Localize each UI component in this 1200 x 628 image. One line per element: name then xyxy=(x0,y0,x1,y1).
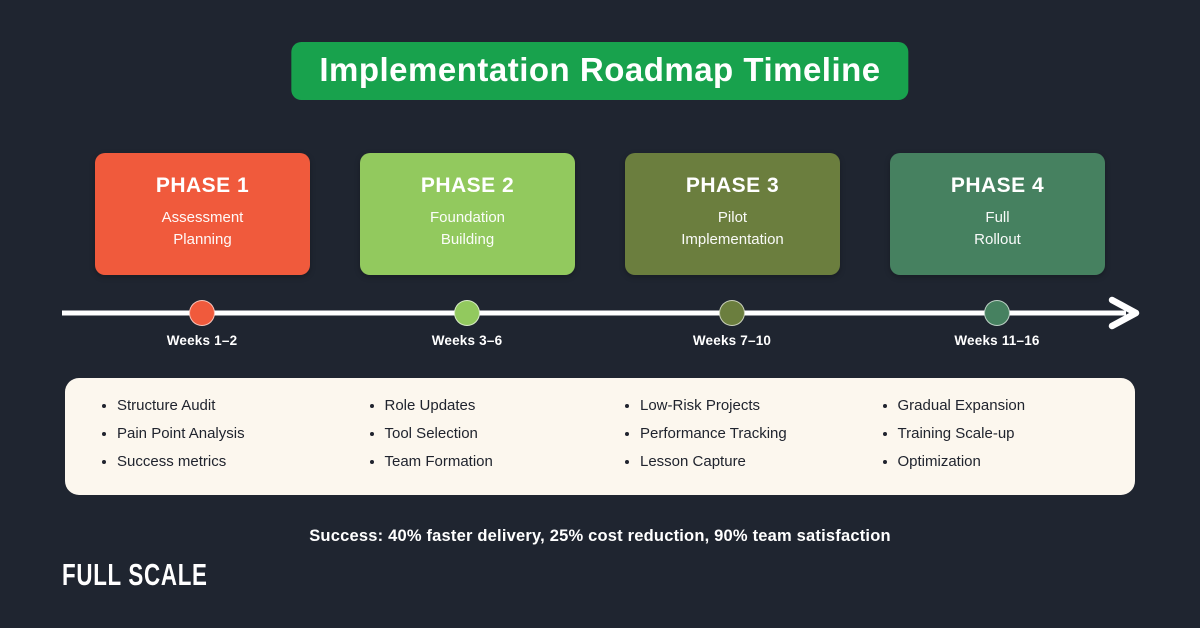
phase-2-subtitle: Foundation Building xyxy=(360,207,575,251)
phase-4-title: PHASE 4 xyxy=(950,174,1045,197)
list-item: Lesson Capture xyxy=(640,452,862,471)
list-item: Low-Risk Projects xyxy=(640,396,862,415)
list-item: Tool Selection xyxy=(385,424,595,443)
phase-1-subtitle-line2: Planning xyxy=(173,231,232,248)
success-metrics-text: Success: 40% faster delivery, 25% cost r… xyxy=(309,527,891,545)
list-item: Role Updates xyxy=(385,396,595,415)
timeline-dot-4 xyxy=(984,300,1010,326)
list-item: Performance Tracking xyxy=(640,424,862,443)
phase-card-2: PHASE 2 Foundation Building xyxy=(360,153,575,275)
timeline-arrow xyxy=(62,296,1140,330)
weeks-label-2: Weeks 3–6 xyxy=(431,333,503,348)
phase-card-3: PHASE 3 Pilot Implementation xyxy=(625,153,840,275)
phase-2-title: PHASE 2 xyxy=(420,174,515,197)
phase-3-subtitle-line2: Implementation xyxy=(681,231,784,248)
list-item: Team Formation xyxy=(385,452,595,471)
phase-details-box: Structure Audit Pain Point Analysis Succ… xyxy=(65,378,1135,495)
phase-card-1: PHASE 1 Assessment Planning xyxy=(95,153,310,275)
phase-3-subtitle: Pilot Implementation xyxy=(625,207,840,251)
phase-4-subtitle-line2: Rollout xyxy=(974,231,1021,248)
phase-4-subtitle: Full Rollout xyxy=(890,207,1105,251)
weeks-label-4: Weeks 11–16 xyxy=(954,333,1040,348)
timeline-dot-1 xyxy=(189,300,215,326)
timeline-dot-2 xyxy=(454,300,480,326)
phase-2-subtitle-line2: Building xyxy=(440,231,495,248)
phase-2-subtitle-line1: Foundation xyxy=(429,209,506,226)
phase-1-subtitle-line1: Assessment xyxy=(161,209,244,226)
phase-1-item-list: Structure Audit Pain Point Analysis Succ… xyxy=(65,396,333,495)
list-item: Success metrics xyxy=(117,452,327,471)
list-item: Pain Point Analysis xyxy=(117,424,327,443)
list-item: Gradual Expansion xyxy=(898,396,1130,415)
weeks-label-3: Weeks 7–10 xyxy=(692,333,772,348)
phase-1-title: PHASE 1 xyxy=(155,174,250,197)
weeks-label-1: Weeks 1–2 xyxy=(166,333,238,348)
full-scale-logo: FULL SCALE xyxy=(62,557,208,592)
timeline-dot-3 xyxy=(719,300,745,326)
list-item: Training Scale-up xyxy=(898,424,1130,443)
phase-3-subtitle-line1: Pilot xyxy=(717,209,748,226)
list-item: Optimization xyxy=(898,452,1130,471)
phase-card-4: PHASE 4 Full Rollout xyxy=(890,153,1105,275)
phase-3-title: PHASE 3 xyxy=(685,174,780,197)
phase-3-item-list: Low-Risk Projects Performance Tracking L… xyxy=(600,396,868,495)
phase-4-subtitle-line1: Full xyxy=(985,209,1010,226)
phase-1-subtitle: Assessment Planning xyxy=(95,207,310,251)
phase-4-item-list: Gradual Expansion Training Scale-up Opti… xyxy=(868,396,1136,495)
page-title: Implementation Roadmap Timeline xyxy=(291,42,909,100)
list-item: Structure Audit xyxy=(117,396,327,415)
phase-2-item-list: Role Updates Tool Selection Team Formati… xyxy=(333,396,601,495)
